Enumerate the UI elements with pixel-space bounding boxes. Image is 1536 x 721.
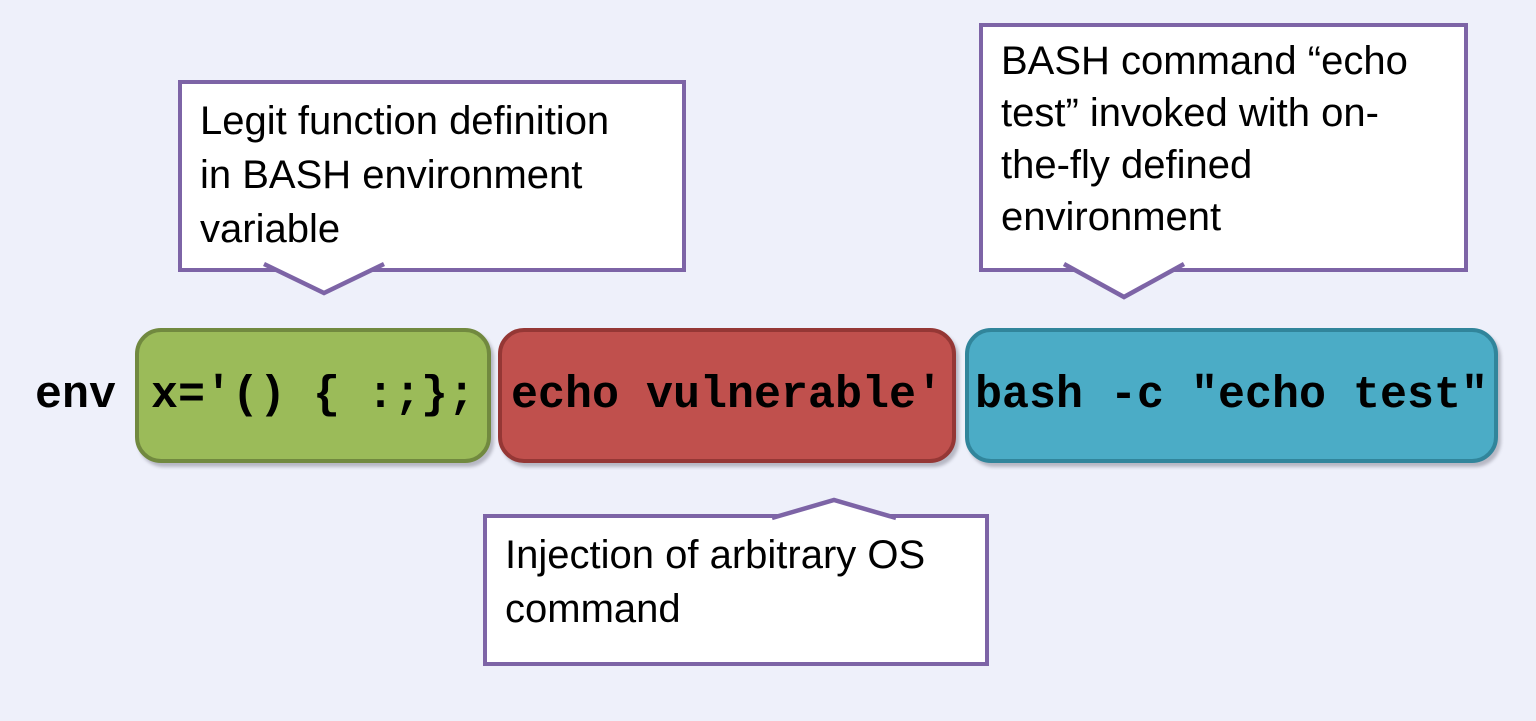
callout-pointer-down-icon xyxy=(263,258,385,296)
command-segment-injected-command: echo vulnerable' xyxy=(498,328,956,463)
command-env-prefix: env xyxy=(35,370,117,421)
command-segment-bash-invocation: bash -c "echo test" xyxy=(965,328,1498,463)
callout-bash-command: BASH command “echo test” invoked with on… xyxy=(979,23,1468,300)
callout-injection: Injection of arbitrary OS command xyxy=(483,497,989,666)
injected-command-text: echo vulnerable' xyxy=(510,370,944,421)
bash-invocation-text: bash -c "echo test" xyxy=(974,370,1489,421)
command-segment-function-definition: x='() { :;}; xyxy=(135,328,491,463)
callout-pointer-down-icon xyxy=(1062,258,1186,300)
callout-bash-command-text: BASH command “echo test” invoked with on… xyxy=(1001,39,1408,239)
callout-pointer-up-icon xyxy=(771,497,897,532)
function-definition-text: x='() { :;}; xyxy=(150,370,476,421)
callout-injection-text: Injection of arbitrary OS command xyxy=(505,533,926,631)
callout-legit-function-text: Legit function definition in BASH enviro… xyxy=(200,99,610,251)
callout-legit-function: Legit function definition in BASH enviro… xyxy=(178,80,686,296)
